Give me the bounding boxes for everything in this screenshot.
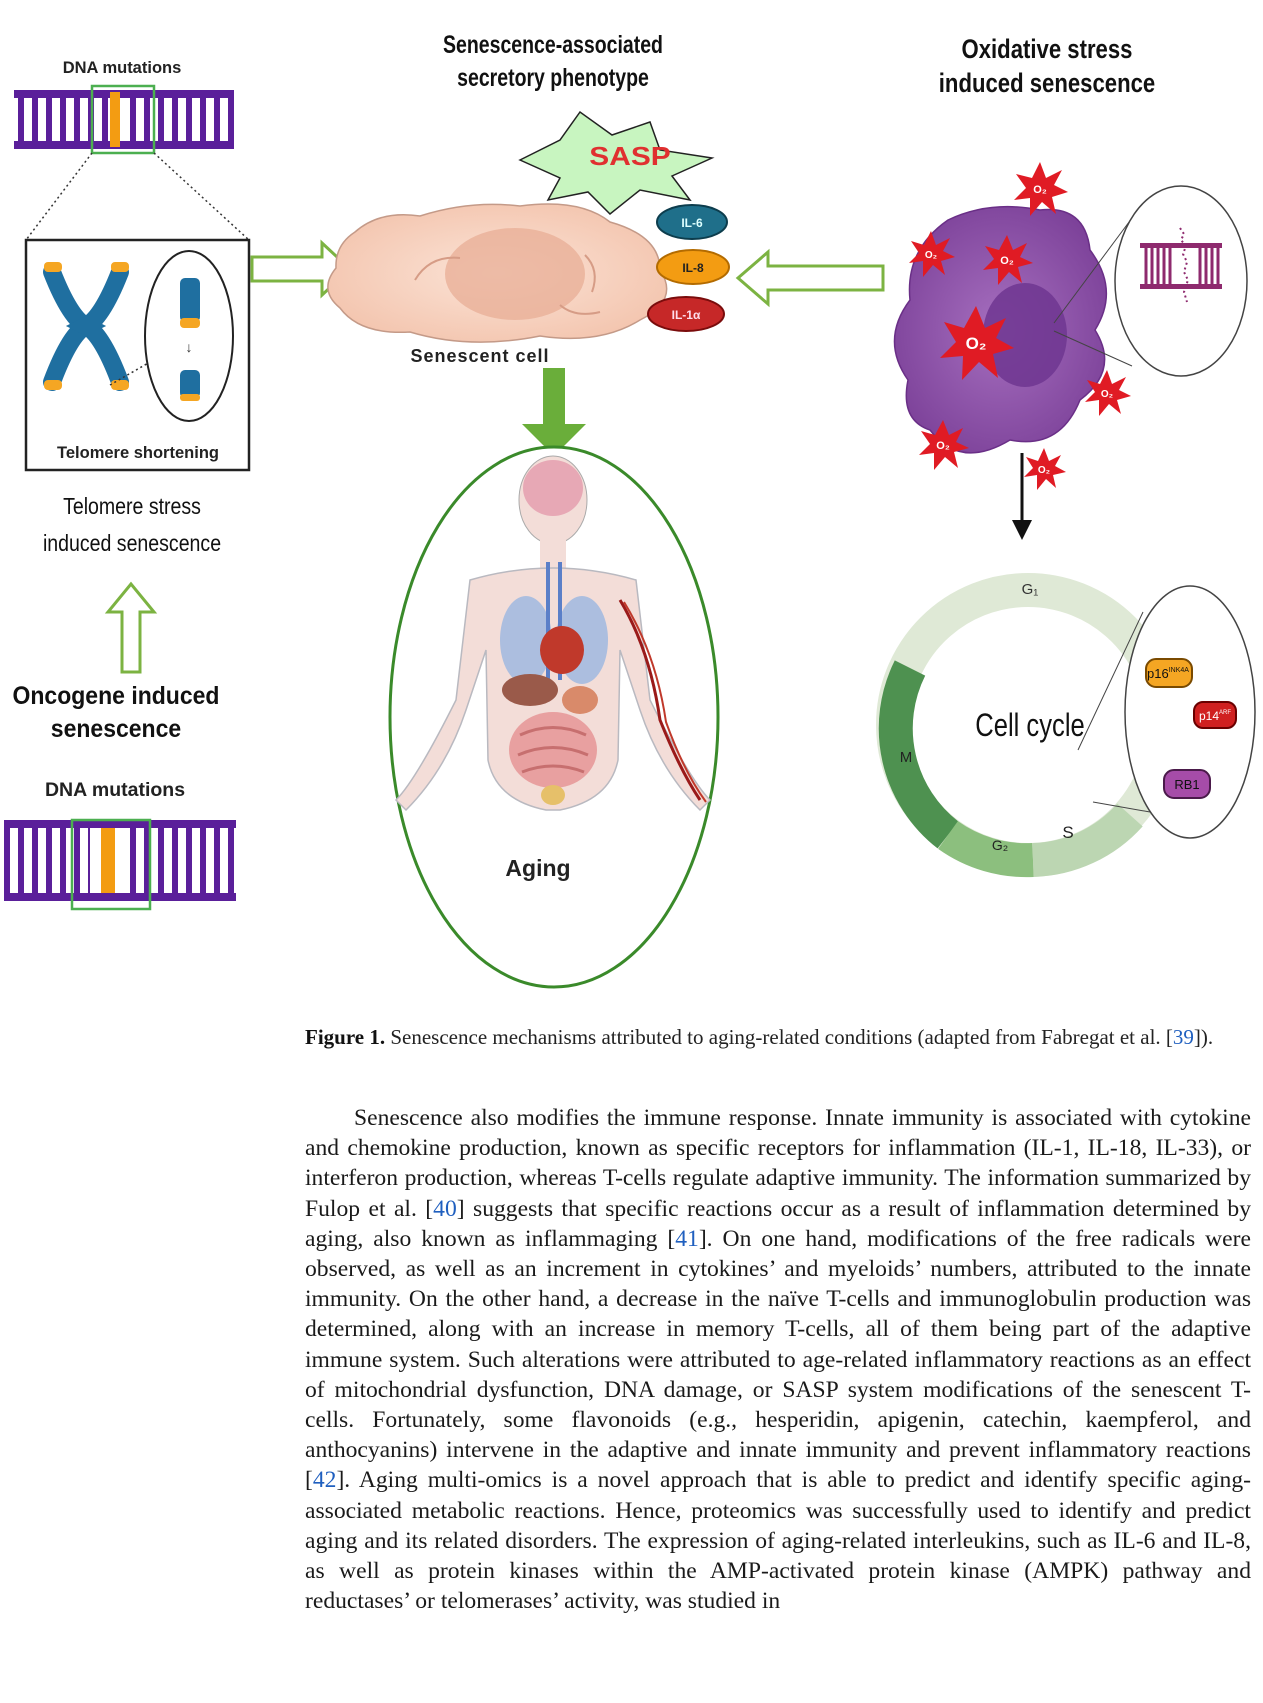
body-paragraph: Senescence also modifies the immune resp… xyxy=(305,1103,1251,1616)
ros-burst-7: O₂ xyxy=(1024,448,1066,490)
oxidative-stress-label-2: induced senescence xyxy=(939,69,1155,99)
telomere-shortening-label: Telomere shortening xyxy=(57,444,219,462)
dna-strand-bottom xyxy=(4,818,236,911)
rb1-badge: RB1 xyxy=(1163,769,1211,799)
chromosome-icon xyxy=(43,262,129,391)
regulators-zoom xyxy=(1124,585,1256,839)
m-label: M xyxy=(900,749,913,766)
dna-strand-top xyxy=(14,84,234,155)
oncogene-label-1: Oncogene induced xyxy=(13,682,220,710)
dna-mutations-top-label: DNA mutations xyxy=(63,59,182,77)
il8-badge: IL-8 xyxy=(656,249,730,285)
aging-label: Aging xyxy=(505,855,570,881)
ros-burst-1: O₂ xyxy=(1014,162,1068,216)
down-arrow-icon xyxy=(522,368,586,456)
oxidative-stress-label-1: Oxidative stress xyxy=(962,35,1133,65)
ros-burst-4: O₂ xyxy=(940,306,1014,380)
sasp-title-1: Senescence-associated xyxy=(443,31,663,59)
telomere-stress-label-2: induced senescence xyxy=(43,531,221,557)
g1-label: G₁ xyxy=(1022,581,1039,598)
ref-41[interactable]: 41 xyxy=(675,1225,699,1252)
body-text-4: ]. Aging multi-omics is a novel approach… xyxy=(305,1467,1251,1615)
il6-badge: IL-6 xyxy=(656,204,728,240)
body-text-1: Senescence also modifies the immune resp… xyxy=(305,1105,1251,1222)
svg-text:O₂: O₂ xyxy=(1033,184,1047,196)
senescence-figure: DNA mutations ↓ Telom xyxy=(4,31,1256,989)
telomere-long-icon xyxy=(180,278,200,328)
ros-burst-2: O₂ xyxy=(909,231,955,277)
ref-40[interactable]: 40 xyxy=(433,1195,457,1222)
dna-damage-zoom xyxy=(1114,185,1248,377)
oncogene-label-2: senescence xyxy=(51,715,181,743)
caption-ref-39[interactable]: 39 xyxy=(1172,1025,1194,1049)
caption-text-end: ]). xyxy=(1193,1025,1214,1049)
svg-text:↓: ↓ xyxy=(186,339,193,355)
telomere-stress-label-1: Telomere stress xyxy=(63,494,201,520)
ros-burst-5: O₂ xyxy=(1085,370,1131,416)
il1a-badge: IL-1α xyxy=(647,296,725,332)
svg-text:O₂: O₂ xyxy=(925,250,937,261)
body-text-2: ] suggests that specific reactions occur… xyxy=(305,1195,1251,1252)
cell-cycle-label: Cell cycle xyxy=(975,708,1085,743)
oxidized-cell xyxy=(893,205,1107,454)
caption-label: Figure 1. xyxy=(305,1025,386,1049)
g2-label: G₂ xyxy=(992,837,1008,853)
ros-burst-3: O₂ xyxy=(983,235,1033,285)
svg-text:RB1: RB1 xyxy=(1174,777,1199,792)
p14-badge: p14ARF xyxy=(1193,701,1237,729)
ref-42[interactable]: 42 xyxy=(312,1467,337,1494)
dna-mutations-bottom-label: DNA mutations xyxy=(45,779,185,801)
figure-caption: Figure 1. Senescence mechanisms attribut… xyxy=(305,1022,1247,1053)
up-arrow-icon xyxy=(104,581,158,674)
svg-text:O₂: O₂ xyxy=(1101,389,1113,400)
s-label: S xyxy=(1062,823,1073,842)
svg-text:O₂: O₂ xyxy=(1038,465,1050,476)
sasp-title-2: secretory phenotype xyxy=(457,64,649,92)
svg-text:IL-8: IL-8 xyxy=(682,261,704,275)
telomere-short-icon xyxy=(180,370,200,401)
caption-text: Senescence mechanisms attributed to agin… xyxy=(390,1025,1173,1049)
svg-text:SASP: SASP xyxy=(589,142,670,171)
damaged-dna-icon xyxy=(1140,227,1222,303)
senescent-cell-label: Senescent cell xyxy=(410,346,549,366)
p16-badge: p16INK4A xyxy=(1145,658,1193,688)
ros-burst-6: O₂ xyxy=(919,420,969,470)
svg-text:O₂: O₂ xyxy=(1000,255,1014,267)
svg-text:p14ARF: p14ARF xyxy=(1199,709,1231,723)
telomere-shortening-box: ↓ Telomere shortening xyxy=(24,238,251,472)
svg-text:IL-6: IL-6 xyxy=(681,216,703,230)
black-down-arrow-icon xyxy=(1012,520,1032,540)
sasp-burst: SASP xyxy=(518,110,715,216)
body-text-3: ]. On one hand, modifications of the fre… xyxy=(305,1225,1251,1494)
arrow-from-oxidative xyxy=(735,248,885,308)
svg-text:O₂: O₂ xyxy=(936,440,950,452)
svg-text:p16INK4A: p16INK4A xyxy=(1147,666,1189,681)
svg-text:O₂: O₂ xyxy=(966,334,987,353)
human-body-icon xyxy=(394,455,712,812)
svg-text:IL-1α: IL-1α xyxy=(672,308,701,322)
senescent-cell xyxy=(327,203,668,343)
